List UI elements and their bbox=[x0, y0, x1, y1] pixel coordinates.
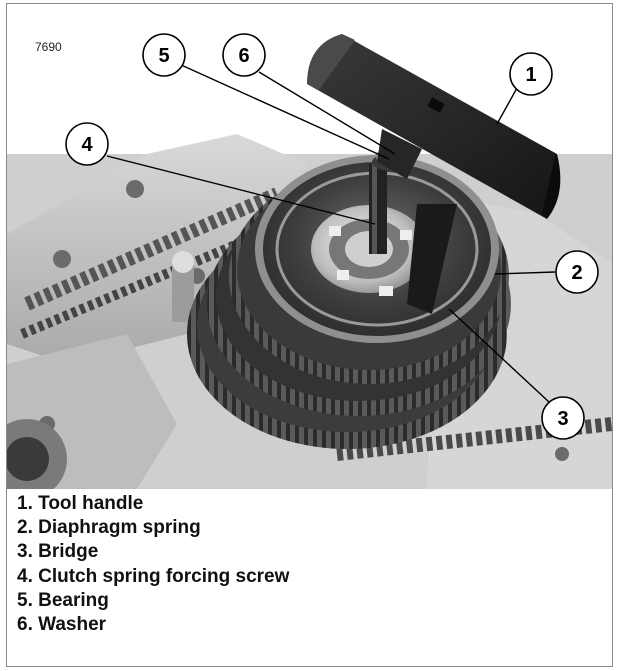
callout-number: 4 bbox=[81, 134, 93, 156]
legend-item: 2. Diaphragm spring bbox=[17, 517, 201, 539]
legend-item: 6. Washer bbox=[17, 614, 107, 636]
callout-5: 5 bbox=[142, 33, 186, 77]
tool-handle bbox=[307, 34, 561, 219]
legend-item: 1. Tool handle bbox=[17, 493, 144, 514]
callout-number: 3 bbox=[557, 408, 568, 430]
legend-item: 3. Bridge bbox=[17, 541, 99, 563]
callout-6: 6 bbox=[222, 33, 266, 77]
callout-2: 2 bbox=[555, 250, 599, 294]
callout-number: 5 bbox=[158, 45, 169, 67]
callout-4: 4 bbox=[65, 122, 109, 166]
bridge-bar bbox=[407, 204, 457, 314]
clutch-photo: 1 2 3 4 5 6 bbox=[7, 33, 612, 489]
callout-number: 6 bbox=[238, 45, 249, 67]
legend-list: 1. Tool handle 2. Diaphragm spring 3. Br… bbox=[17, 492, 289, 637]
figure-frame: 1 2 3 4 5 6 7690 1. Tool handle 2. Diaph… bbox=[6, 3, 613, 667]
callout-number: 1 bbox=[525, 64, 536, 86]
callout-number: 2 bbox=[571, 262, 582, 284]
legend-item: 5. Bearing bbox=[17, 589, 109, 611]
callout-1: 1 bbox=[509, 52, 553, 96]
callout-leaders bbox=[106, 63, 556, 403]
callout-3: 3 bbox=[541, 396, 585, 440]
forcing-screw bbox=[369, 164, 387, 254]
figure-id: 7690 bbox=[35, 40, 62, 54]
legend-item: 4. Clutch spring forcing screw bbox=[17, 565, 290, 587]
